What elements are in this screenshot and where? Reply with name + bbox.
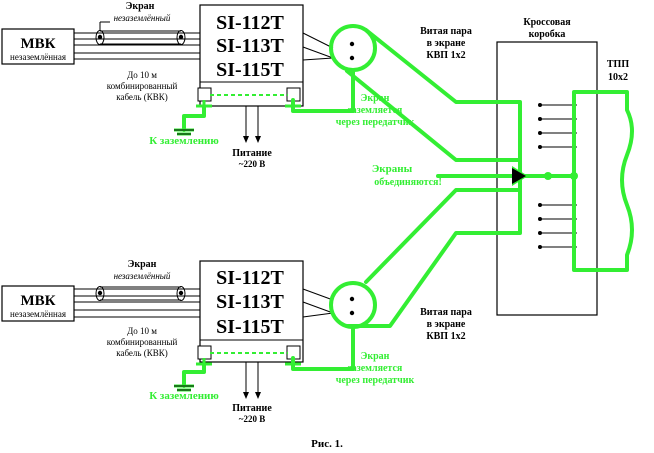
bottom-screen-grounded-3: через передатчик bbox=[336, 375, 415, 386]
bottom-cable-label-3: кабель (КВК) bbox=[116, 348, 168, 358]
top-screen-grounded-2: заземляется bbox=[348, 105, 403, 116]
tpp-label-2: 10х2 bbox=[608, 72, 628, 83]
bottom-cable-label-2: комбинированный bbox=[107, 337, 178, 347]
top-ground-symbol bbox=[174, 104, 206, 136]
bottom-screen-label-2: незаземлённый bbox=[114, 271, 171, 281]
bottom-tp-label-2: в экране bbox=[427, 319, 466, 330]
top-model-2: SI-113T bbox=[216, 35, 284, 57]
screens-joined-label-1: Экраны bbox=[372, 163, 413, 175]
top-screen-grounded-1: Экран bbox=[361, 93, 390, 104]
top-cable-wires bbox=[74, 21, 200, 60]
bottom-cable-wires bbox=[74, 286, 200, 318]
top-power-label: Питание bbox=[232, 148, 272, 159]
bottom-screen-grounded-1: Экран bbox=[361, 351, 390, 362]
top-model-3: SI-115T bbox=[216, 59, 284, 81]
screen-runs-to-box bbox=[345, 28, 578, 328]
bottom-mvk-box: МВК незаземлённая bbox=[1, 285, 75, 322]
tpp-cable: ТПП 10х2 bbox=[572, 59, 634, 272]
bottom-screen-grounded-2: заземляется bbox=[348, 363, 403, 374]
top-transmitter-box: SI-112T SI-113T SI-115T bbox=[196, 4, 304, 108]
cross-box-terminals bbox=[538, 103, 577, 249]
top-tp-label-1: Витая пара bbox=[420, 26, 472, 37]
bottom-chain: МВК незаземлённая Экран незаземлённый До… bbox=[1, 259, 472, 424]
bottom-model-2: SI-113T bbox=[216, 291, 284, 313]
top-screen-label: Экран bbox=[126, 1, 155, 12]
bottom-output-coil bbox=[302, 281, 377, 329]
bottom-model-1: SI-112T bbox=[216, 267, 284, 289]
top-power-arrows bbox=[243, 106, 261, 143]
top-chain: МВК незаземлённая Экран незаземлённый До… bbox=[1, 1, 472, 169]
bottom-power-arrows bbox=[243, 362, 261, 399]
bottom-ground-symbol bbox=[174, 362, 206, 392]
top-tp-label-3: КВП 1х2 bbox=[426, 50, 465, 61]
top-ground-label: К заземлению bbox=[149, 135, 219, 147]
figure-caption: Рис. 1. bbox=[311, 438, 343, 450]
bottom-mvk-sub: незаземлённая bbox=[10, 309, 66, 319]
bottom-tp-label-3: КВП 1х2 bbox=[426, 331, 465, 342]
bottom-power-voltage: ~220 В bbox=[239, 414, 265, 424]
top-screen-run bbox=[291, 68, 355, 113]
bottom-transmitter-box: SI-112T SI-113T SI-115T bbox=[196, 260, 304, 366]
bottom-model-3: SI-115T bbox=[216, 316, 284, 338]
bottom-ground-label: К заземлению bbox=[149, 390, 219, 402]
top-cable-label-1: До 10 м bbox=[127, 70, 157, 80]
bottom-tp-label-1: Витая пара bbox=[420, 307, 472, 318]
top-mvk-title: МВК bbox=[20, 36, 55, 52]
top-screen-grounded-3: через передатчик bbox=[336, 117, 415, 128]
bottom-screen-run bbox=[291, 325, 355, 371]
top-cable-label-3: кабель (КВК) bbox=[116, 92, 168, 102]
top-cable-label-2: комбинированный bbox=[107, 81, 178, 91]
top-output-coil bbox=[302, 24, 377, 72]
top-model-1: SI-112T bbox=[216, 12, 284, 34]
tpp-label-1: ТПП bbox=[607, 59, 629, 70]
top-mvk-box: МВК незаземлённая bbox=[1, 28, 75, 65]
bottom-cable-label-1: До 10 м bbox=[127, 326, 157, 336]
bottom-screen-label: Экран bbox=[128, 259, 157, 270]
top-power-voltage: ~220 В bbox=[239, 159, 265, 169]
cross-box-label-2: коробка bbox=[529, 29, 566, 40]
bottom-power-label: Питание bbox=[232, 403, 272, 414]
bottom-mvk-title: МВК bbox=[20, 293, 55, 309]
top-mvk-sub: незаземлённая bbox=[10, 52, 66, 62]
screens-joined-label-2: объединяются! bbox=[374, 177, 442, 188]
cross-box-label-1: Кроссовая bbox=[523, 17, 571, 28]
top-tp-label-2: в экране bbox=[427, 38, 466, 49]
top-screen-label-2: незаземлённый bbox=[114, 13, 171, 23]
